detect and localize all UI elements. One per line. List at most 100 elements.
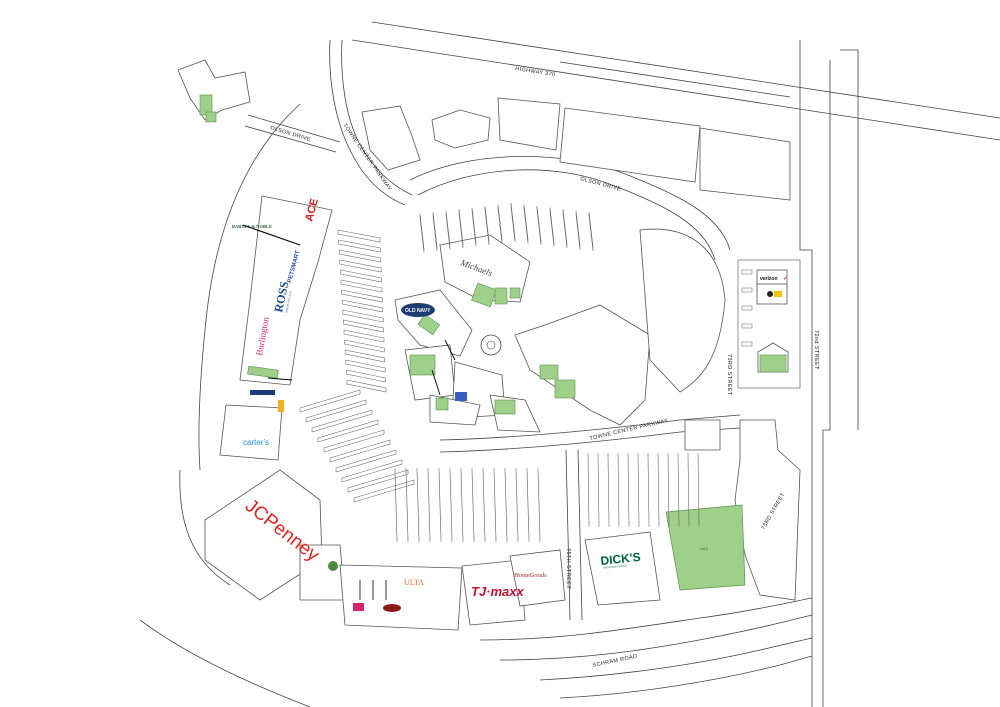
parking-row [741,287,753,293]
ulta-logo: ULTA [404,578,424,587]
parking-row [335,449,397,473]
parking-row [587,452,590,528]
road-label-75th-street: 75TH STREET [565,548,571,589]
available-space [417,314,441,336]
parking-row [323,429,385,453]
available-space [409,354,436,376]
parking-row [394,467,398,543]
parking-row [741,305,753,311]
road-label-73rd-street-east: 73RD STREET [726,354,732,396]
parking-row [341,459,403,483]
parking-row [337,229,381,243]
svg-text:ACE: ACE [303,197,321,223]
parking-row [597,452,600,528]
parking-row [427,467,431,543]
parking-row [741,323,753,329]
available-space [554,379,576,399]
parking-row [741,269,753,275]
tree-icon [328,561,338,571]
parking-row [575,210,581,250]
svg-text:TJ·maxx: TJ·maxx [471,584,525,599]
parking-row [647,452,650,528]
available-space [494,399,516,415]
parking-rows [299,202,753,543]
available-space [471,282,497,308]
svg-text:ROSS: ROSS [271,280,291,314]
road-label-72nd-street: 72nd STREET [813,330,819,370]
parking-row [526,467,530,543]
parking-row [549,207,555,247]
parking-row [504,467,508,543]
parking-row [627,452,630,528]
parking-row [482,467,486,543]
parking-row [617,452,620,528]
dicks-logo: DICK'S SPORTING GOODS [597,550,641,571]
ross-logo: ROSS DRESS FOR LESS [271,280,293,314]
parking-row [536,205,542,246]
south-retail-strip [339,549,566,631]
parking-row [347,469,409,493]
parking-row [687,452,690,528]
parking-row [471,207,477,247]
parking-row [497,204,503,244]
lot-2-label: Lot 2 [700,547,708,551]
parking-row [338,249,382,263]
parking-row [329,439,391,463]
jcpenney-building [204,469,346,601]
parking-row [471,467,475,543]
parking-row [340,269,382,283]
old-navy-logo: OLD NAVY [401,303,435,317]
parking-row [343,319,384,333]
parking-row [405,467,409,543]
svg-text:OLD NAVY: OLD NAVY [405,308,431,314]
parking-row [484,205,490,246]
parking-row [741,341,753,347]
ace-logo: ACE [303,197,321,223]
parking-row [515,467,519,543]
barnes-noble-logo: BARNES & NOBLE [232,224,272,229]
svg-text:DRESS FOR LESS: DRESS FOR LESS [284,290,293,313]
parking-row [445,210,451,250]
parking-row [657,452,660,528]
verizon-logo: verizon ✓ [760,276,787,282]
parking-row [339,259,382,273]
svg-text:verizon: verizon [760,276,778,282]
available-space [494,287,508,305]
parking-row [419,213,425,253]
small-brand-logo [250,390,284,412]
available-space [205,111,217,123]
parking-row [305,399,367,423]
parking-row [667,452,670,528]
parking-row [697,452,700,528]
parking-row [345,359,386,373]
parking-row [311,409,373,433]
parking-row [460,467,464,543]
parking-row [353,479,415,503]
lot-2-parcel [665,504,746,591]
homegoods-logo: HomeGoods [513,572,547,579]
parking-row [510,202,516,243]
parking-row [341,299,384,313]
central-cluster [394,234,541,433]
north-outparcels [361,97,791,201]
svg-text:carter's: carter's [243,438,269,447]
available-space [247,365,279,379]
parking-row [342,309,384,323]
available-space [759,354,787,373]
parking-row [344,349,386,363]
parking-row [458,208,464,249]
parking-row [637,452,640,528]
parking-row [340,279,383,293]
parking-row [344,339,385,353]
parking-row [416,467,420,543]
parking-row [346,369,386,383]
parking-row [317,419,379,443]
road-label-olson-drive-north: OLSON DRIVE [579,176,621,193]
road-label-olson-drive-west: OLSON DRIVE [269,125,311,143]
parking-row [343,329,385,343]
parking-row [338,239,381,253]
carters-logo: carter's [243,438,269,447]
road-network [139,21,1000,707]
road-label-schram-road: SCHRAM ROAD [592,654,638,669]
